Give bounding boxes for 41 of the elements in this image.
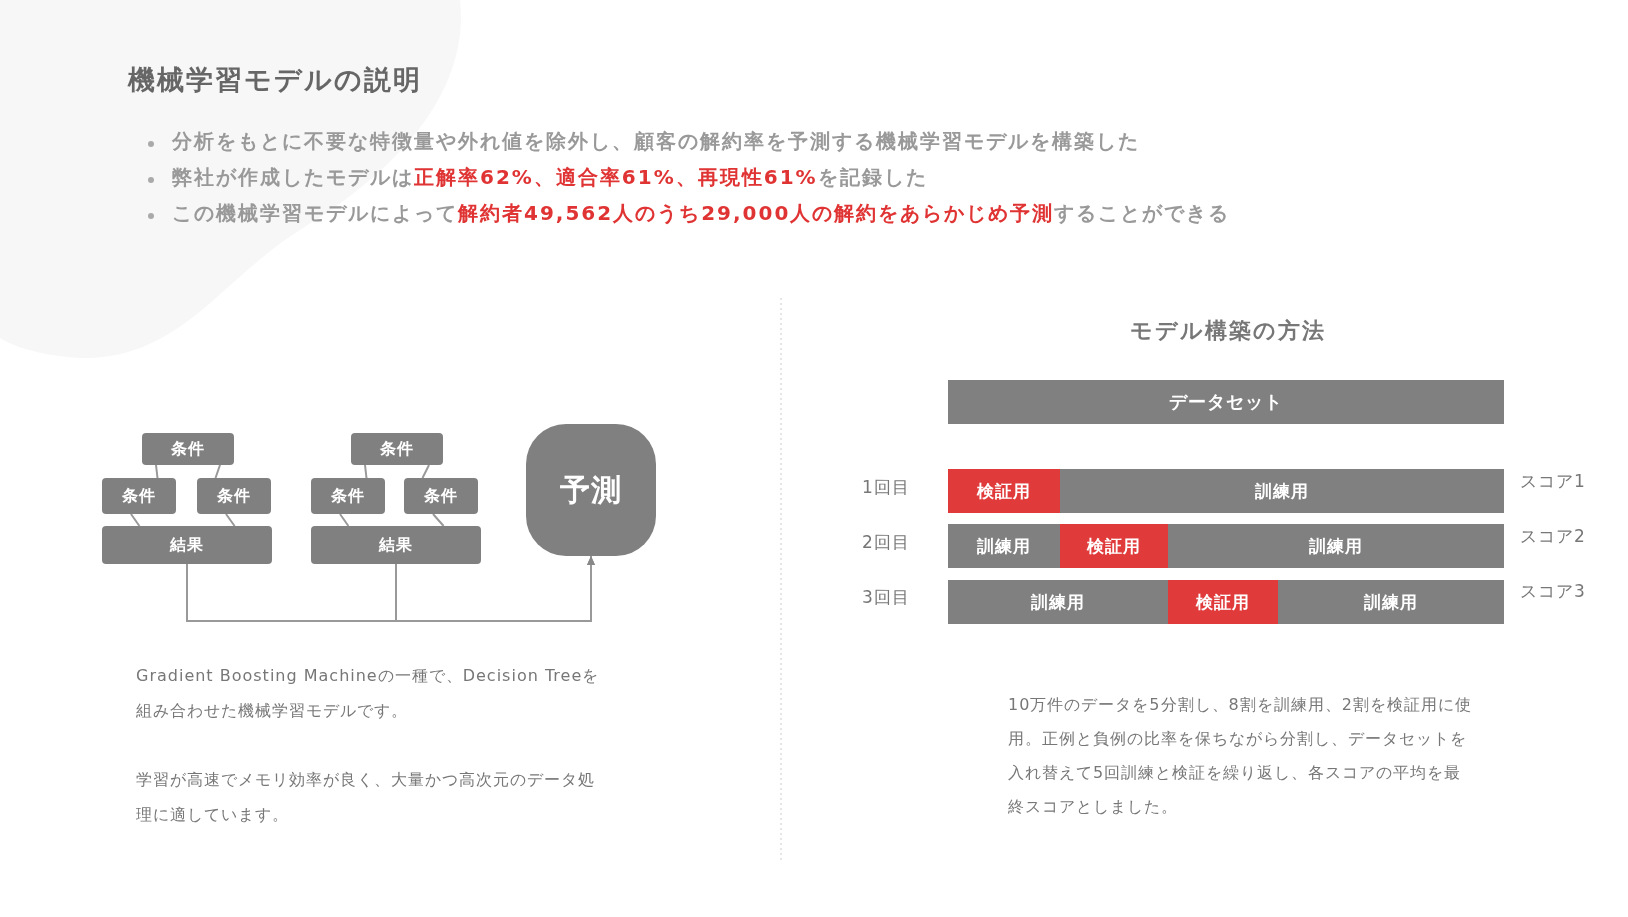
- validation-segment: 検証用: [1060, 524, 1168, 568]
- score-label: スコア3: [1520, 580, 1586, 603]
- score-label: スコア2: [1520, 525, 1586, 548]
- connector-line: [225, 513, 236, 527]
- arrow: [395, 555, 595, 622]
- bullet-text: この機械学習モデルによって解約者49,562人のうち29,000人の解約をあらかじめ予測することができる: [172, 200, 1231, 227]
- connector-line: [432, 513, 445, 527]
- training-segment: 訓練用: [1060, 469, 1504, 513]
- condition-box: 条件: [142, 433, 234, 465]
- connector-line: [421, 464, 430, 479]
- bullet-text: 分析をもとに不要な特徴量や外れ値を除外し、顧客の解約率を予測する機械学習モデルを構築した: [172, 128, 1140, 155]
- dataset-bar: データセット: [948, 380, 1504, 424]
- training-segment: 訓練用: [948, 580, 1168, 624]
- description-paragraph: 10万件のデータを5分割し、8割を訓練用、2割を検証用に使用。正例と負例の比率を保ちながら分割し、データセットを入れ替えて5回訓練と検証を繰り返し、各スコアの平均を最終スコアとしました。: [1008, 694, 1473, 818]
- row-label: 3回目: [862, 586, 910, 609]
- result-box: 結果: [311, 526, 481, 564]
- page-title: 機械学習モデルの説明: [128, 63, 422, 97]
- condition-box: 条件: [311, 478, 385, 514]
- connector-line: [364, 464, 368, 479]
- row-label: 1回目: [862, 476, 910, 499]
- condition-box: 条件: [351, 433, 443, 465]
- bullet-text: 弊社が作成したモデルは正解率62%、適合率61%、再現性61%を記録した: [172, 164, 928, 191]
- connector-line: [214, 464, 221, 479]
- row-label: 2回目: [862, 531, 910, 554]
- connector-line: [130, 513, 141, 527]
- validation-segment: 検証用: [948, 469, 1060, 513]
- description-paragraph: 学習が高速でメモリ効率が良く、大量かつ高次元のデータ処理に適しています。: [136, 769, 596, 826]
- result-box: 結果: [102, 526, 272, 564]
- prediction-box: 予測: [526, 424, 656, 556]
- training-segment: 訓練用: [948, 524, 1060, 568]
- section-heading: モデル構築の方法: [1129, 317, 1327, 345]
- score-label: スコア1: [1520, 470, 1586, 493]
- description-paragraph: Gradient Boosting Machineの一種で、Decision Treeを組み合わせた機械学習モデルです。: [136, 665, 601, 722]
- validation-segment: 検証用: [1168, 580, 1278, 624]
- training-segment: 訓練用: [1168, 524, 1504, 568]
- connector-line: [339, 513, 350, 527]
- connector-line: [155, 464, 159, 479]
- training-segment: 訓練用: [1278, 580, 1504, 624]
- condition-box: 条件: [404, 478, 478, 514]
- condition-box: 条件: [102, 478, 176, 514]
- condition-box: 条件: [197, 478, 271, 514]
